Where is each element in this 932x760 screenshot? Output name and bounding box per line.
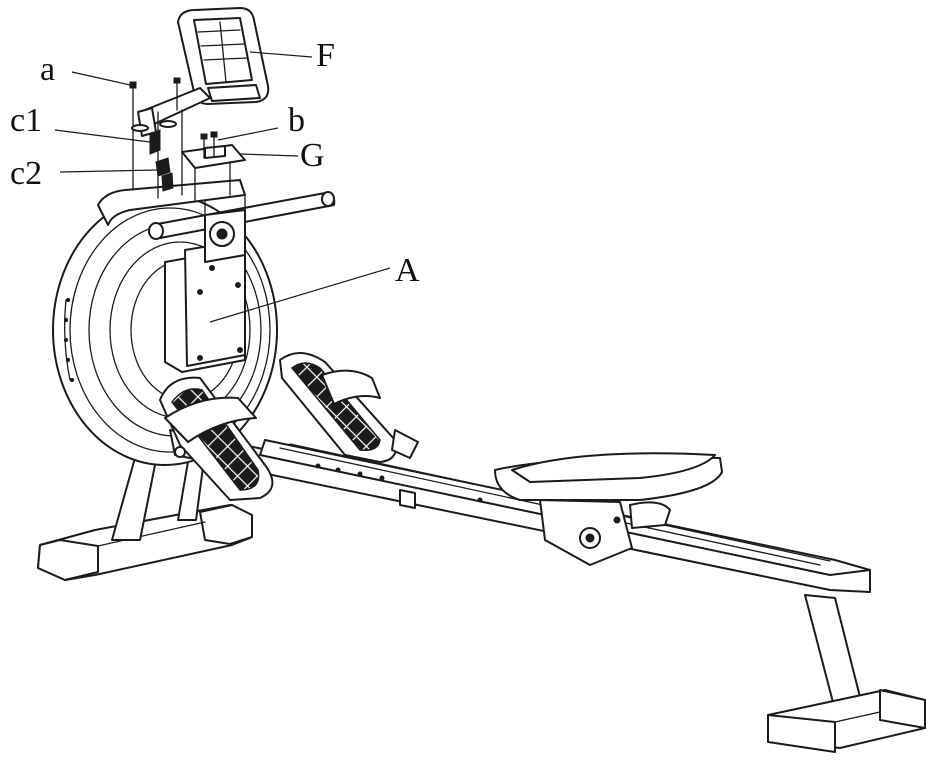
label-c2: c2 [10, 155, 42, 192]
nuts-c2 [155, 157, 174, 192]
rail-holes [315, 463, 483, 503]
footrest-left [159, 376, 274, 501]
label-G: G [300, 137, 325, 174]
label-c1: c1 [10, 102, 42, 139]
washers-c1 [131, 109, 183, 199]
frame-bolts [197, 265, 243, 361]
monorail [169, 429, 871, 593]
tank-rim-dots [63, 297, 75, 383]
front-stabilizer [37, 439, 253, 581]
seat [494, 452, 723, 566]
leader-c2 [59, 169, 159, 173]
bracket-G [181, 144, 246, 201]
label-a: a [40, 51, 55, 88]
rear-stabilizer [767, 594, 926, 753]
leader-b [217, 127, 279, 141]
label-A: A [395, 252, 420, 289]
leader-F [249, 51, 313, 58]
part-labels: a c1 c2 F b G A [10, 37, 420, 289]
label-b: b [288, 102, 305, 139]
leader-c1 [54, 129, 151, 143]
leader-a [71, 71, 131, 86]
bolts-a [129, 77, 181, 191]
leader-A [209, 267, 391, 323]
bolts-b [200, 131, 218, 159]
label-F: F [316, 37, 335, 74]
monitor-F [137, 7, 270, 137]
main-frame-A [164, 194, 246, 373]
footrest-right [279, 352, 419, 463]
leader-G [239, 153, 299, 157]
leader-lines [54, 51, 391, 323]
